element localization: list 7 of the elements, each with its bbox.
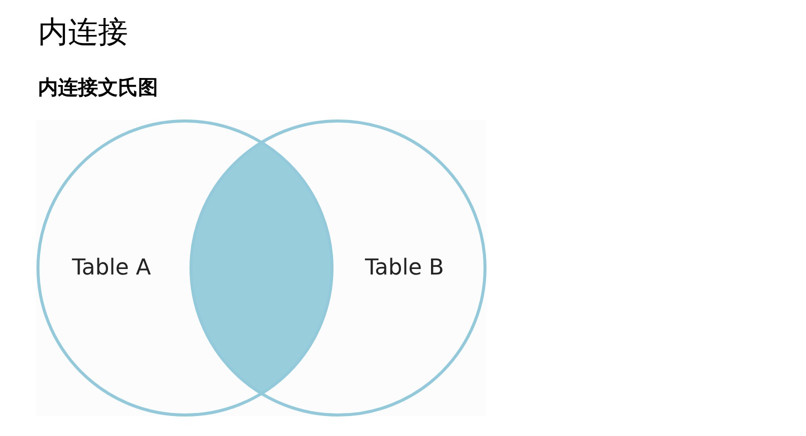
page-title: 内连接 <box>38 14 128 52</box>
diagram-heading: 内连接文氏图 <box>38 74 158 101</box>
set-label: Table B <box>365 256 444 280</box>
set-circle <box>36 119 334 417</box>
set-circle <box>189 119 487 417</box>
overlap-region <box>191 142 332 394</box>
set-label: Table A <box>72 256 151 280</box>
